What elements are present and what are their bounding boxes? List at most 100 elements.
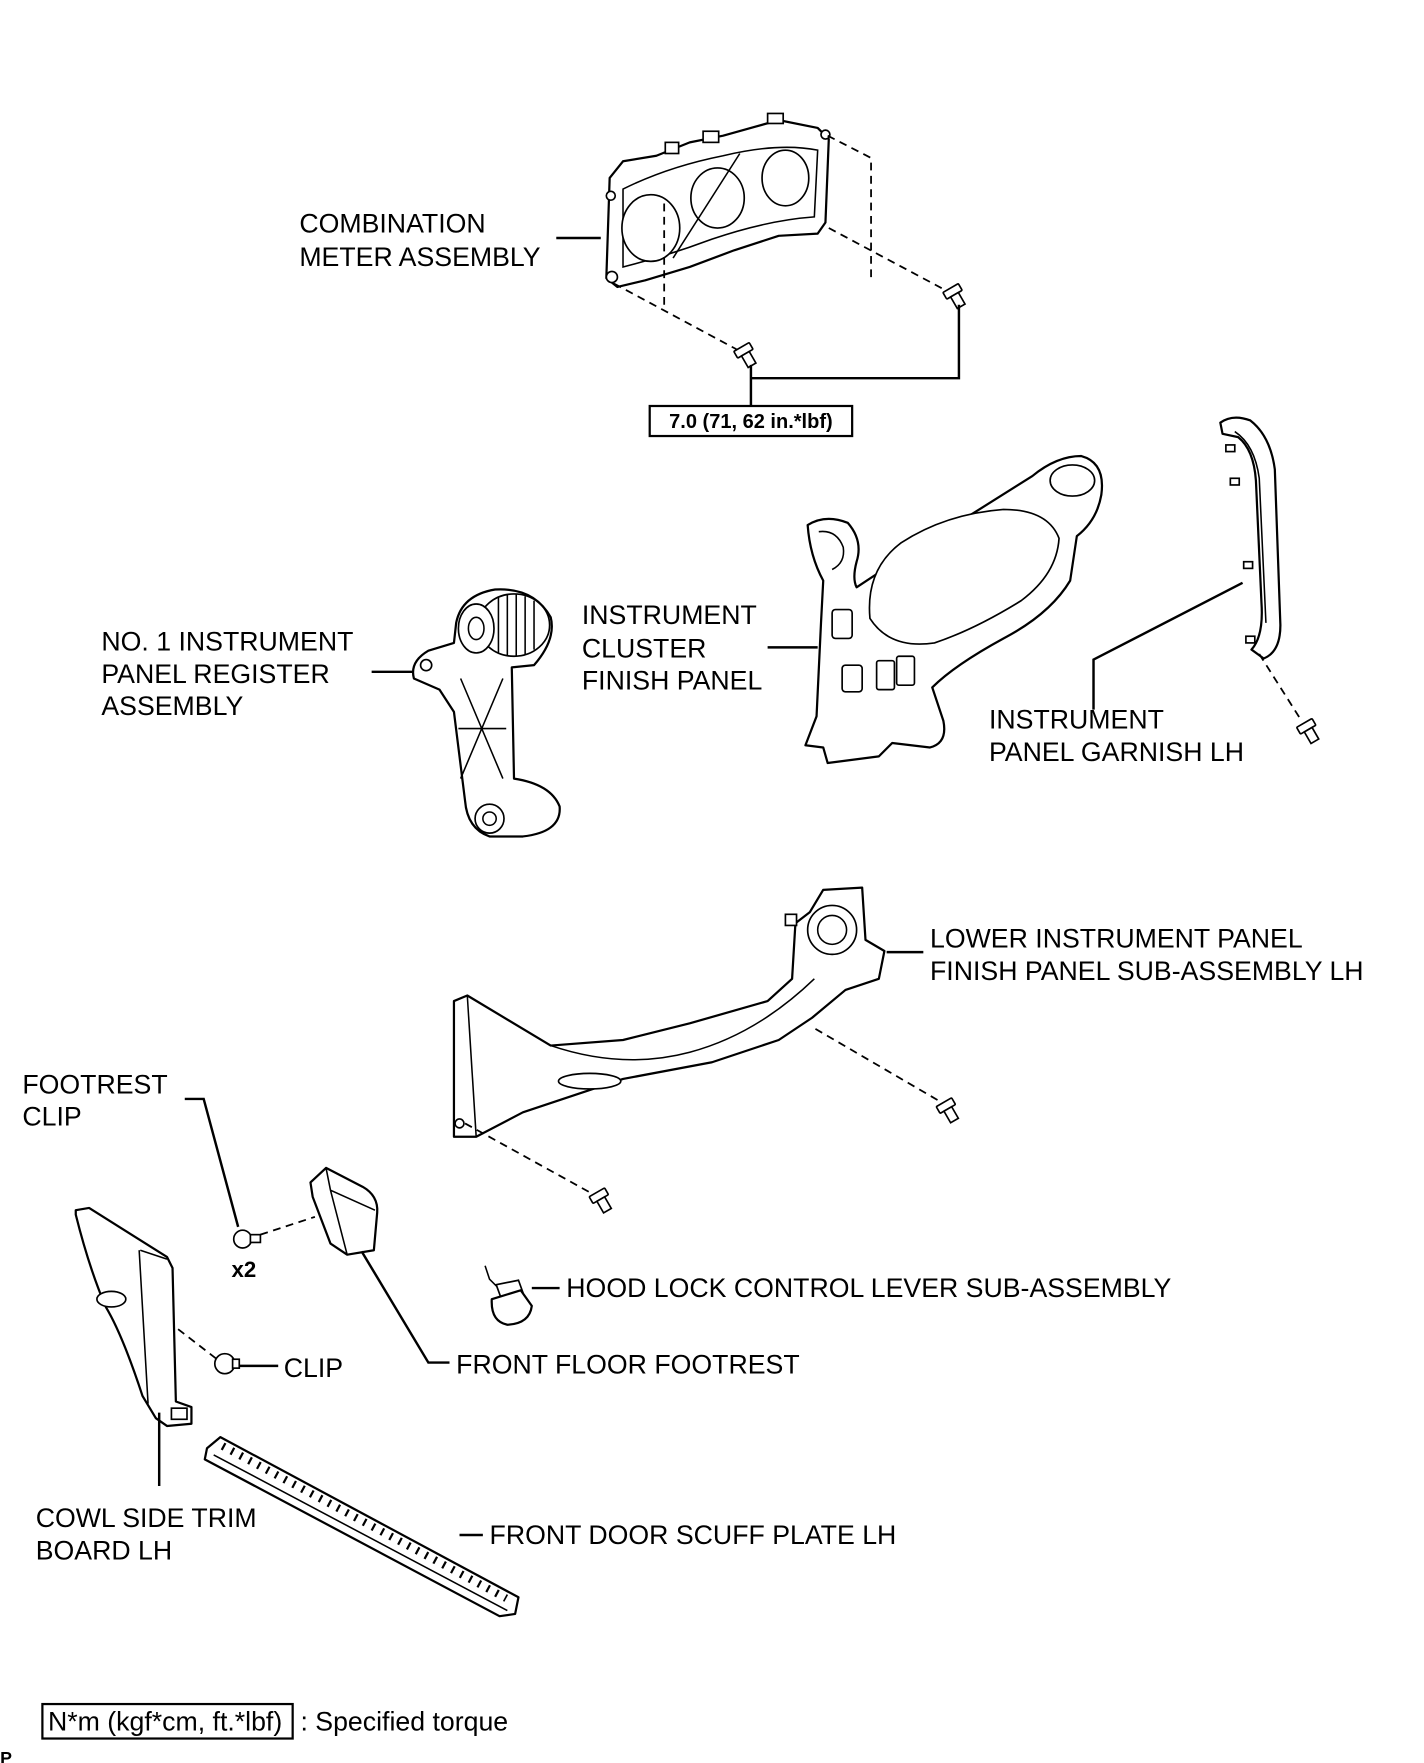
instrument-cluster-finish-panel bbox=[804, 454, 1104, 765]
scuff-plate-ribs bbox=[220, 1442, 509, 1602]
lower-instrument-panel-finish-panel bbox=[452, 886, 886, 1138]
lower-panel-bolt-dashed-line bbox=[814, 1028, 944, 1105]
register-arm-lattice bbox=[458, 678, 507, 779]
register-mount-hole-inner bbox=[482, 811, 497, 827]
scuff-plate-label: FRONT DOOR SCUFF PLATE LH bbox=[490, 1520, 897, 1550]
hood-lock-handle bbox=[490, 1289, 533, 1326]
footrest-clip-label: FOOTREST bbox=[22, 1069, 167, 1099]
clip-shank bbox=[231, 1358, 241, 1369]
garnish-leader bbox=[1092, 581, 1244, 710]
garnish-inner-edge bbox=[1234, 430, 1267, 623]
bolt-shank bbox=[740, 350, 758, 369]
register-label: NO. 1 INSTRUMENT bbox=[101, 627, 353, 657]
footrest-clip bbox=[232, 1229, 262, 1249]
register-label: PANEL REGISTER bbox=[101, 659, 329, 689]
cowl-side-trim-label: BOARD LH bbox=[36, 1535, 172, 1565]
bolt bbox=[588, 1187, 613, 1214]
clip-dashed-line bbox=[177, 1328, 218, 1360]
bolt bbox=[942, 283, 967, 310]
register-vent-vanes bbox=[497, 593, 535, 657]
instrument-panel-register-assembly bbox=[412, 588, 561, 838]
front-floor-footrest bbox=[309, 1166, 379, 1256]
finish-panel-meter-opening bbox=[868, 508, 1060, 645]
meter-mount-tab bbox=[820, 129, 831, 140]
meter-bolt-dashed-line bbox=[613, 282, 737, 351]
register-knob-center bbox=[467, 616, 485, 641]
hood-lock-label: HOOD LOCK CONTROL LEVER SUB-ASSEMBLY bbox=[566, 1273, 1171, 1303]
lower-panel-label: LOWER INSTRUMENT PANEL bbox=[930, 924, 1303, 954]
lower-panel-bolt-dashed-line bbox=[464, 1122, 593, 1195]
legend-description: : Specified torque bbox=[300, 1707, 508, 1737]
meter-top-tab bbox=[664, 141, 680, 155]
cluster-finish-panel-label: INSTRUMENT bbox=[582, 600, 757, 630]
garnish-label: PANEL GARNISH LH bbox=[989, 737, 1244, 767]
cowl-trim-edge bbox=[138, 1249, 168, 1404]
meter-needle bbox=[672, 153, 741, 259]
cowl-side-trim-board-lh bbox=[74, 1206, 193, 1428]
finish-panel-switch bbox=[875, 659, 896, 691]
combination-meter-label: METER ASSEMBLY bbox=[299, 242, 540, 272]
front-floor-footrest-leader bbox=[360, 1250, 450, 1364]
combination-meter-label: COMBINATION bbox=[299, 208, 485, 238]
footrest-clip-leader bbox=[184, 1097, 240, 1228]
register-mount-hole bbox=[474, 803, 505, 834]
front-floor-footrest-label: FRONT FLOOR FOOTREST bbox=[456, 1350, 799, 1380]
footrest-clip-shank bbox=[249, 1233, 262, 1244]
corner-mark: P bbox=[0, 1748, 12, 1763]
cowl-trim-body bbox=[74, 1206, 193, 1428]
footrest-body bbox=[309, 1166, 379, 1256]
footrest-clip-head bbox=[232, 1229, 253, 1249]
garnish-tab bbox=[1245, 635, 1256, 644]
clip bbox=[213, 1352, 241, 1375]
clip-label: CLIP bbox=[284, 1353, 343, 1383]
footrest-clip-dashed-line bbox=[260, 1216, 316, 1236]
front-door-scuff-plate-lh bbox=[203, 1435, 520, 1618]
lower-panel-edge bbox=[466, 995, 477, 1137]
lower-panel-vent bbox=[806, 904, 858, 956]
meter-mount-tab bbox=[605, 190, 617, 202]
garnish-tab bbox=[1225, 444, 1236, 453]
meter-mount-tab bbox=[605, 270, 619, 284]
garnish-body bbox=[1219, 416, 1282, 660]
register-tab bbox=[419, 658, 433, 672]
torque-spec-box bbox=[648, 404, 854, 438]
meter-top-tab bbox=[702, 130, 720, 144]
footrest-clip-label: CLIP bbox=[22, 1102, 81, 1132]
register-label: ASSEMBLY bbox=[101, 691, 243, 721]
lower-panel-recess bbox=[557, 1072, 622, 1090]
legend-unit-text: N*m (kgf*cm, ft.*lbf) bbox=[48, 1707, 282, 1737]
hood-lock-control-lever bbox=[484, 1265, 533, 1326]
bolt-shank bbox=[1303, 726, 1320, 745]
register-knob bbox=[457, 603, 495, 654]
garnish-tab bbox=[1242, 560, 1254, 570]
lower-panel-tab bbox=[454, 1118, 465, 1129]
footrest-clip-quantity: x2 bbox=[231, 1257, 256, 1282]
bolt bbox=[733, 342, 758, 369]
cowl-trim-opening bbox=[96, 1290, 127, 1308]
footrest-edge bbox=[325, 1167, 376, 1255]
cluster-finish-panel-label: CLUSTER bbox=[582, 633, 707, 663]
bolt-shank bbox=[942, 1105, 960, 1124]
torque-spec: 7.0 (71, 62 in.*lbf) bbox=[669, 411, 833, 433]
torque-leader bbox=[749, 304, 961, 406]
bolt bbox=[935, 1097, 960, 1124]
garnish-bolt-dashed-line bbox=[1258, 653, 1303, 722]
legend-unit-box bbox=[41, 1702, 294, 1740]
scuff-plate-edge bbox=[213, 1454, 508, 1612]
instrument-panel-garnish-lh bbox=[1219, 416, 1282, 660]
lower-panel-label: FINISH PANEL SUB-ASSEMBLY LH bbox=[930, 956, 1364, 986]
cowl-side-trim-label: COWL SIDE TRIM bbox=[36, 1503, 257, 1533]
lower-panel-contour bbox=[550, 978, 815, 1061]
garnish-tab bbox=[1229, 477, 1241, 486]
finish-panel-notch bbox=[818, 530, 845, 571]
meter-gauge-right bbox=[761, 149, 810, 207]
bolt-shank bbox=[949, 291, 967, 310]
meter-top-tab bbox=[766, 112, 785, 125]
finish-panel-switch bbox=[841, 664, 863, 693]
bolt bbox=[1296, 718, 1320, 745]
lower-panel-vent-inner bbox=[816, 914, 848, 946]
cluster-finish-panel-label: FINISH PANEL bbox=[582, 666, 762, 696]
meter-gauge-center bbox=[690, 167, 746, 229]
meter-gauge-left bbox=[621, 193, 681, 263]
